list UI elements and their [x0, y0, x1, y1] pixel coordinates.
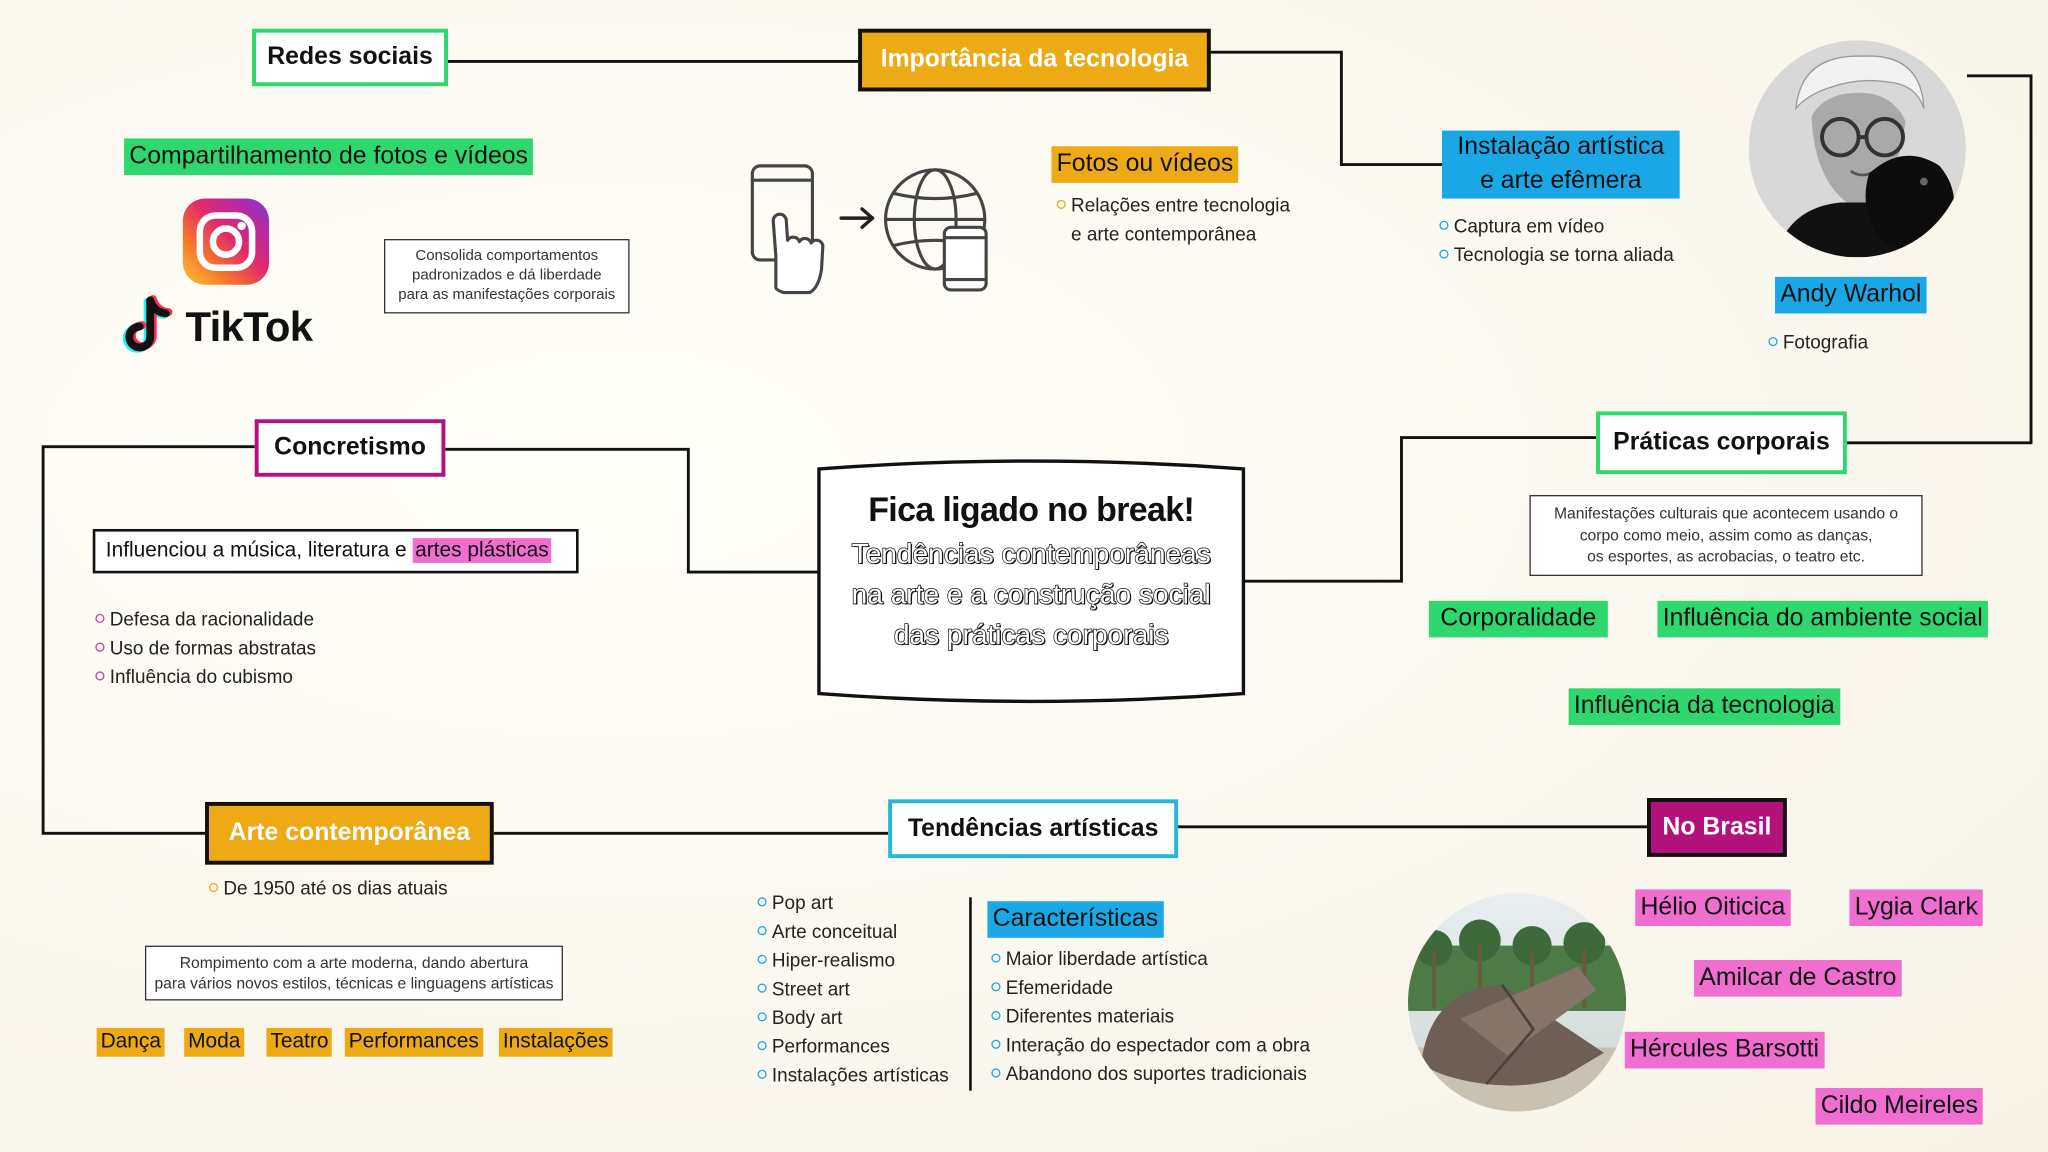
center-title: Fica ligado no break! [868, 489, 1195, 529]
bullet-dot [757, 954, 767, 964]
line-praticas-center [1244, 436, 1597, 583]
bullet-dot [208, 882, 219, 892]
bullet-dot [1768, 336, 1778, 346]
tiktok-icon [120, 295, 177, 358]
node-arte-contemporanea: Arte contemporânea [205, 801, 494, 865]
globe-device-icon [880, 165, 998, 296]
bullet-dot [991, 1010, 1001, 1020]
list-arte-contemporanea: De 1950 até os dias atuais [208, 875, 448, 904]
bullet-dot [991, 981, 1001, 991]
bullet-dot [991, 1039, 1001, 1049]
tag-caracteristicas: Características [987, 901, 1164, 938]
bullet-dot [95, 642, 105, 652]
node-concretismo: Concretismo [254, 419, 446, 477]
tag-instalacoes: Instalações [498, 1027, 613, 1057]
bullet-dot [757, 1040, 767, 1050]
sculpture-photo [1407, 893, 1627, 1112]
node-importancia-tecnologia: Importância da tecnologia [858, 28, 1211, 92]
tag-hercules-barsotti: Hércules Barsotti [1624, 1031, 1825, 1069]
bullet-dot [757, 1069, 767, 1079]
highlight-artes-plasticas: artes plásticas [412, 538, 552, 563]
tag-andy-warhol: Andy Warhol [1775, 276, 1927, 314]
tag-danca: Dança [96, 1027, 165, 1057]
line-concretismo-center [445, 447, 818, 574]
node-praticas-corporais: Práticas corporais [1596, 411, 1847, 475]
node-no-brasil: No Brasil [1647, 798, 1787, 857]
list-fotos: Relações entre tecnologia e arte contemp… [1056, 192, 1290, 249]
bullet-dot [1056, 199, 1066, 209]
phone-touch-icon [747, 162, 828, 298]
line-warhol-praticas [1846, 74, 2033, 445]
tag-amilcar-de-castro: Amilcar de Castro [1694, 959, 1902, 997]
list-caracteristicas: Maior liberdade artística Efemeridade Di… [991, 946, 1310, 1090]
note-rompimento: Rompimento com a arte moderna, dando abe… [144, 945, 563, 1001]
tag-corporalidade: Corporalidade [1428, 600, 1608, 638]
bullet-dot [95, 670, 105, 681]
center-card: Fica ligado no break! Tendências contemp… [816, 458, 1246, 706]
tag-moda: Moda [184, 1027, 245, 1057]
tag-influencia-tecnologia: Influência da tecnologia [1568, 688, 1840, 725]
tag-compartilhamento: Compartilhamento de fotos e vídeos [124, 138, 534, 176]
tag-cildo-meireles: Cildo Meireles [1815, 1087, 1984, 1125]
tag-helio-oiticica: Hélio Oiticica [1635, 889, 1791, 927]
list-warhol: Fotografia [1768, 329, 1868, 358]
instagram-icon [182, 198, 270, 285]
line-importancia-instalacao [1209, 50, 1442, 167]
bullet-dot [991, 1067, 1001, 1078]
tag-ambiente-social: Influência do ambiente social [1657, 600, 1988, 638]
bullet-dot [991, 953, 1001, 963]
tag-teatro: Teatro [266, 1027, 333, 1057]
bullet-dot [757, 925, 767, 935]
bullet-dot [757, 1011, 767, 1021]
bullet-dot [1439, 220, 1449, 230]
list-tendencias: Pop art Arte conceitual Hiper-realismo S… [757, 889, 949, 1090]
box-influenciou: Influenciou a música, literatura e artes… [92, 528, 579, 574]
node-redes-sociais: Redes sociais [252, 28, 448, 87]
note-manifestacoes: Manifestações culturais que acontecem us… [1529, 495, 1923, 576]
tag-performances: Performances [344, 1027, 483, 1057]
bullet-dot [757, 983, 767, 993]
bullet-dot [757, 896, 767, 907]
arrow-right-icon [839, 205, 878, 231]
bullet-dot [95, 613, 105, 623]
tag-fotos-videos: Fotos ou vídeos [1051, 146, 1239, 183]
warhol-portrait [1748, 40, 1966, 258]
node-tendencias-artisticas: Tendências artísticas [888, 799, 1179, 859]
list-instalacao: Captura em vídeo Tecnologia se torna ali… [1439, 213, 1674, 270]
line-concretismo-arte [41, 445, 255, 835]
tag-lygia-clark: Lygia Clark [1849, 889, 1984, 927]
tiktok-wordmark: TikTok [185, 303, 313, 351]
bullet-dot [1439, 249, 1449, 259]
list-concretismo: Defesa da racionalidade Uso de formas ab… [95, 606, 316, 692]
